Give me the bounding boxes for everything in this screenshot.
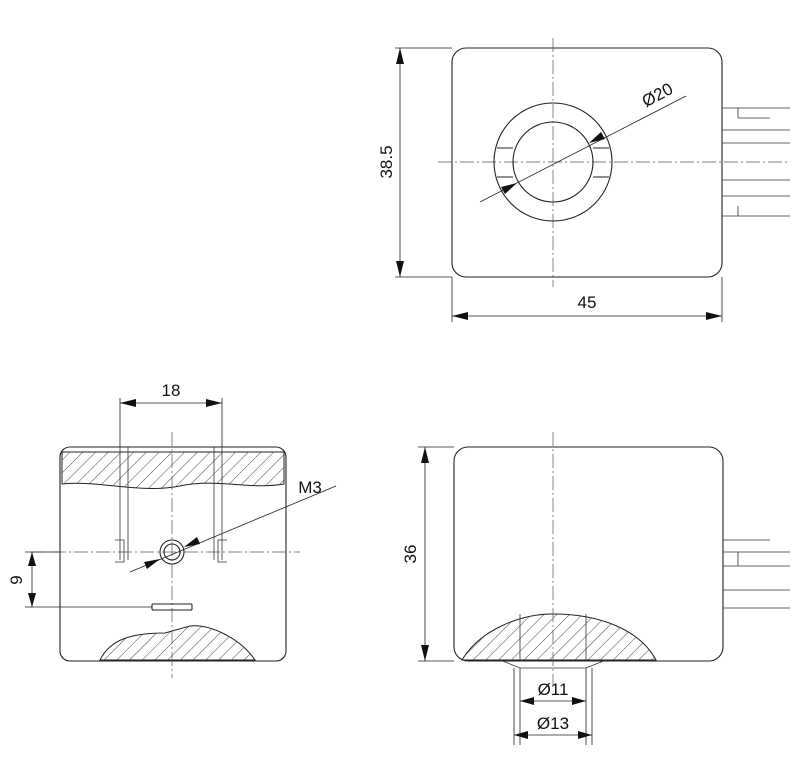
top-view-body xyxy=(451,47,723,278)
left-offset-label: 9 xyxy=(7,575,26,584)
right-height-label: 36 xyxy=(401,545,420,564)
right-outer-diameter-dimension: Ø13 xyxy=(513,668,593,745)
left-thread-dimension: M3 xyxy=(129,478,337,573)
right-view-terminals xyxy=(723,539,790,609)
top-bore-diameter-label: Ø20 xyxy=(639,79,676,111)
top-view-bore-flats xyxy=(497,147,609,178)
left-view-top-section xyxy=(61,451,285,489)
left-span-dimension: 18 xyxy=(119,381,223,447)
top-view-bore-inner xyxy=(512,121,594,203)
right-inner-diameter-label: Ø11 xyxy=(538,680,569,699)
top-height-label: 38.5 xyxy=(377,145,396,178)
right-height-dimension: 36 xyxy=(401,446,454,662)
left-view-body xyxy=(59,446,287,662)
left-view: 18 M3 9 xyxy=(7,381,337,678)
right-view-bore xyxy=(519,614,587,660)
right-view-body xyxy=(453,446,724,662)
right-view: 36 Ø11 Ø13 xyxy=(401,432,790,745)
top-bore-diameter-dimension: Ø20 xyxy=(479,79,687,203)
right-inner-diameter-dimension: Ø11 xyxy=(519,668,587,745)
left-view-threaded-hole-inner xyxy=(163,543,181,561)
right-outer-diameter-label: Ø13 xyxy=(537,714,569,733)
top-height-dimension: 38.5 xyxy=(377,47,452,278)
left-view-threaded-hole-outer xyxy=(159,539,185,565)
left-thread-label: M3 xyxy=(298,478,322,497)
top-width-dimension: 45 xyxy=(451,277,723,322)
right-view-bottom-section xyxy=(461,613,657,661)
top-width-label: 45 xyxy=(578,293,597,312)
top-view-terminals xyxy=(722,107,790,217)
left-view-slots xyxy=(119,447,223,560)
top-view: 38.5 45 Ø20 xyxy=(377,38,790,322)
left-view-bottom-section xyxy=(99,625,256,661)
left-span-label: 18 xyxy=(162,381,181,400)
top-view-bore-outer xyxy=(493,102,613,222)
left-offset-dimension: 9 xyxy=(7,551,152,608)
